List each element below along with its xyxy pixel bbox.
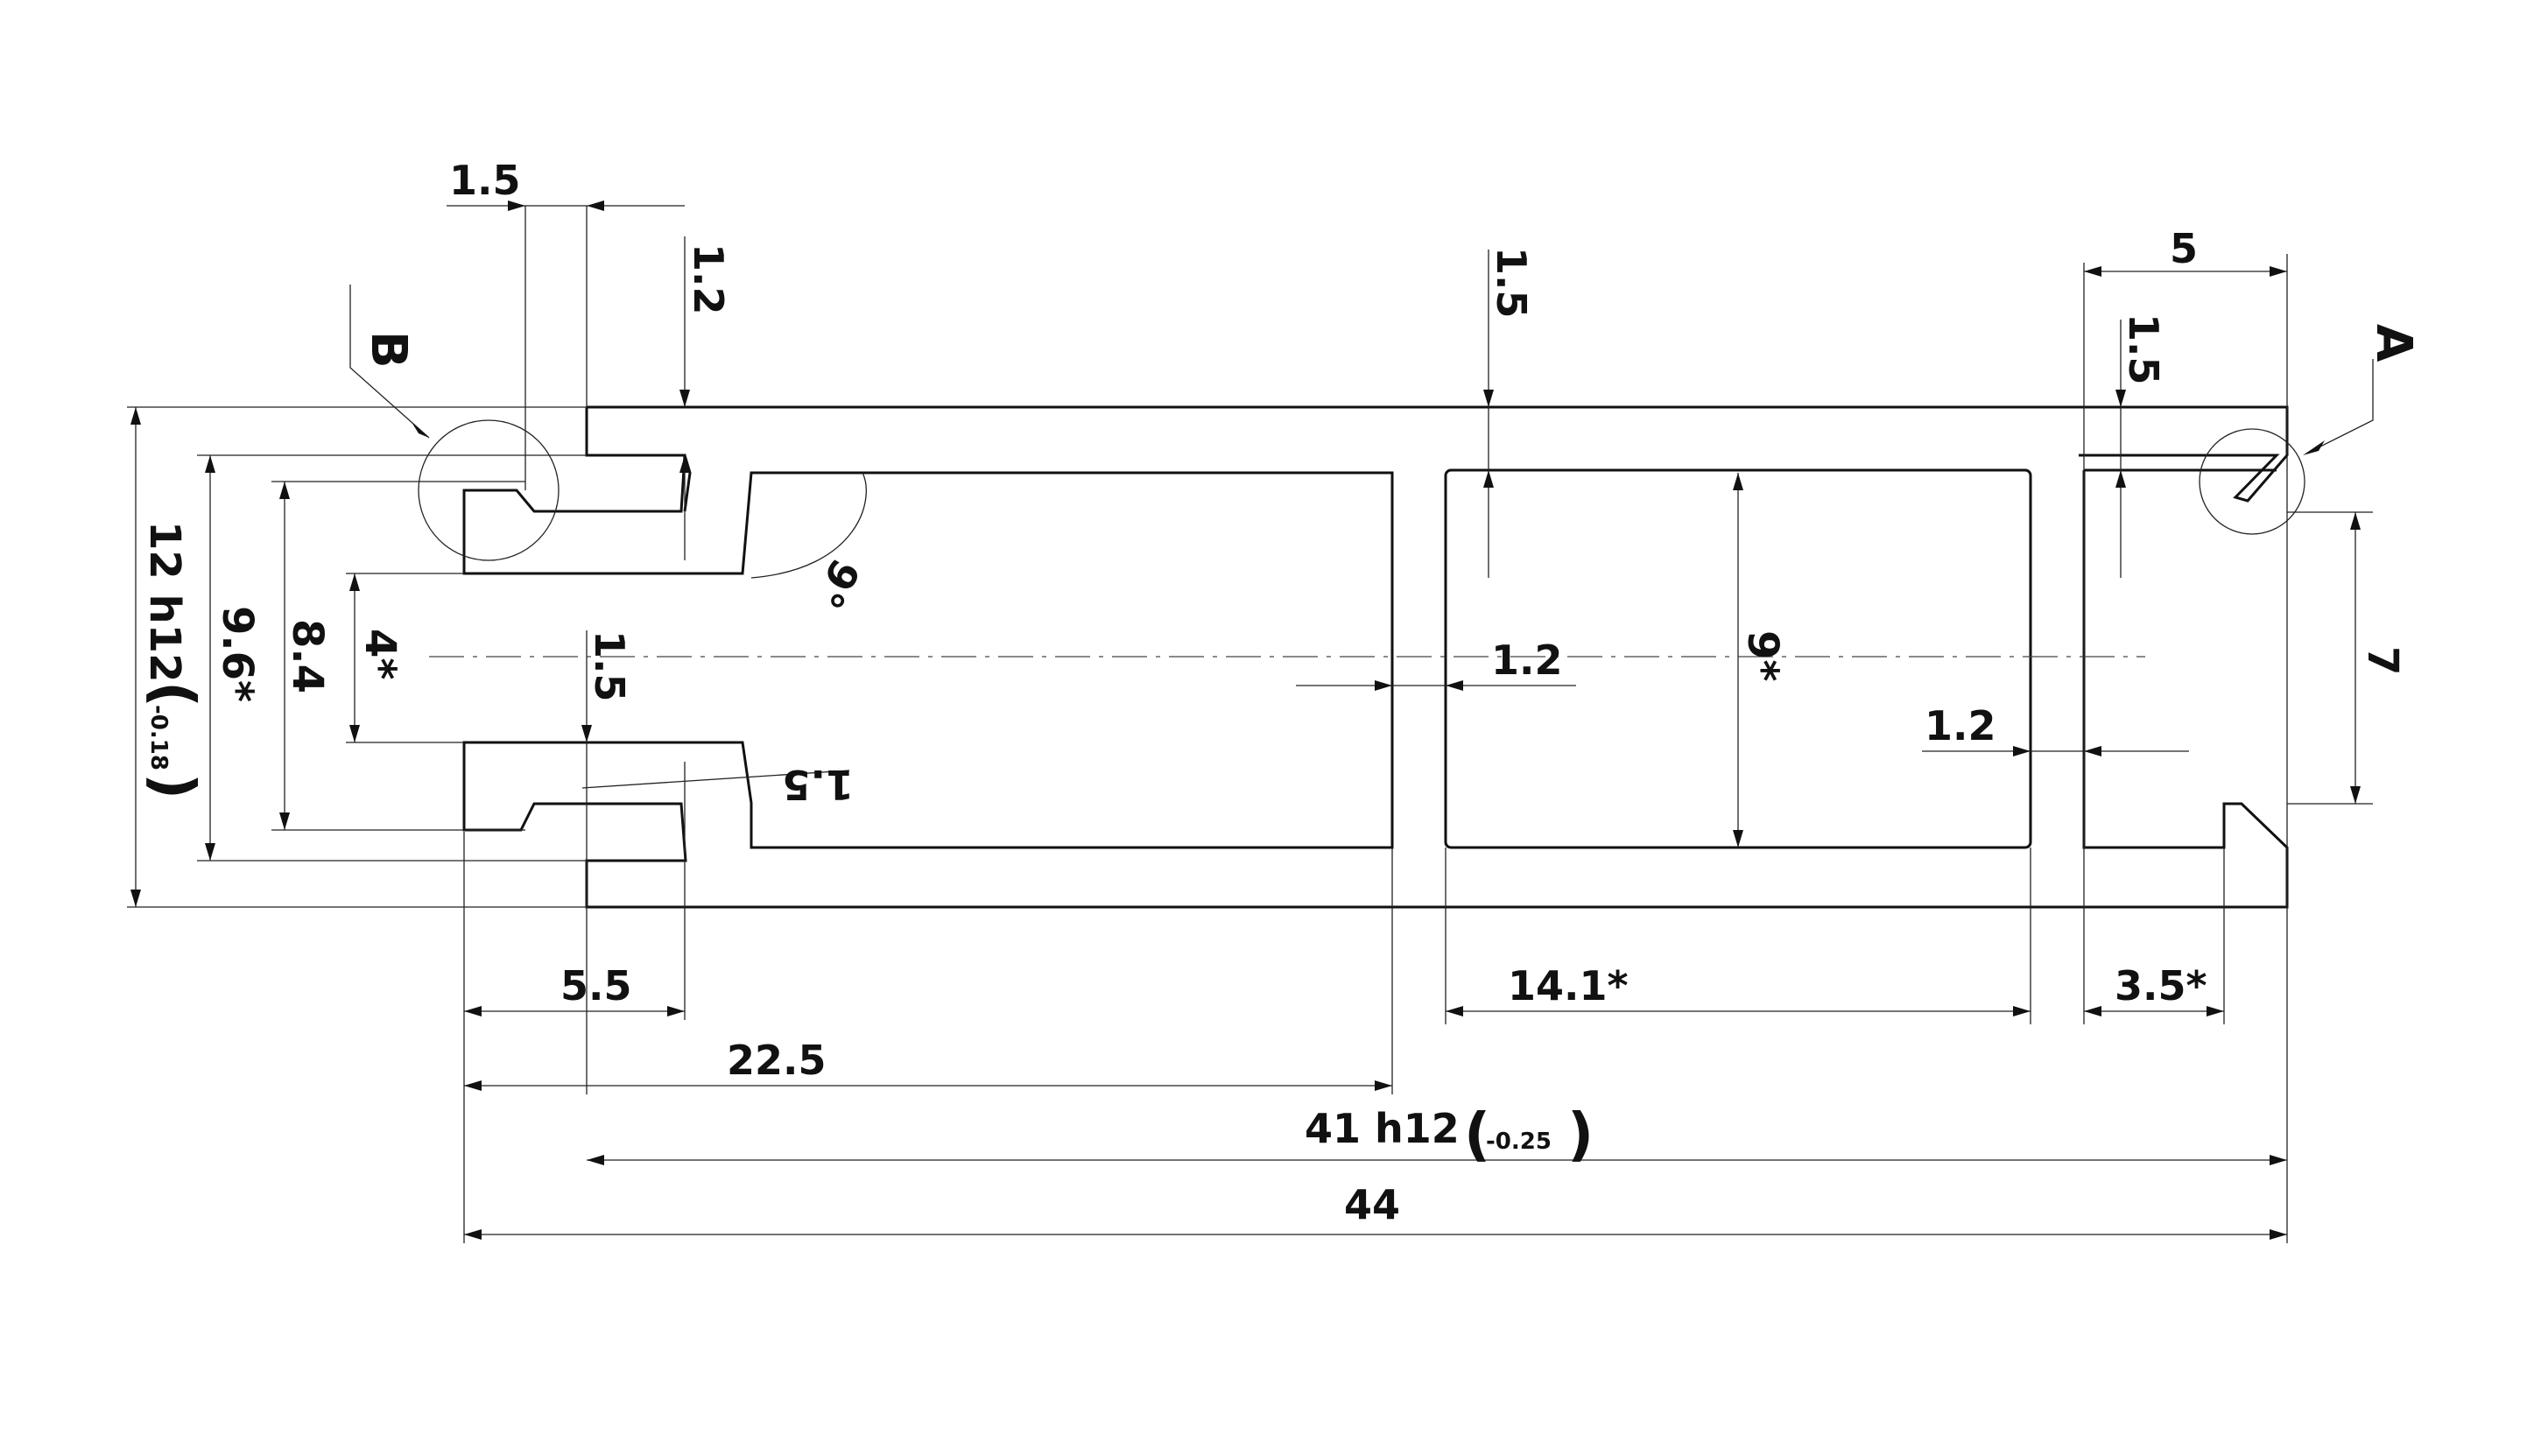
dim-top-slot-width: 1.5 xyxy=(449,157,521,204)
detail-b-leader xyxy=(349,285,430,439)
dim-bottom-wall: 1.5 xyxy=(586,630,633,702)
dim-nominal-width-paren-close: ) xyxy=(1567,1101,1594,1168)
dim-bottom-slot-wall: 1.5 xyxy=(783,761,855,808)
detail-b-label: B xyxy=(360,331,417,369)
detail-b-arrowhead xyxy=(412,422,429,438)
detail-a-label: A xyxy=(2365,324,2422,362)
dim-slot-gap: 4* xyxy=(355,629,405,680)
dim-right-offset: 5 xyxy=(2170,225,2198,272)
dim-right-wall: 1.5 xyxy=(2120,313,2167,385)
detail-b-circle xyxy=(418,419,560,561)
dim-inner-height-b: 8.4 xyxy=(283,619,332,693)
dim-nominal-width: 41 h12 xyxy=(1305,1105,1460,1152)
dim-overall-height-paren-close: ) xyxy=(140,773,208,799)
detail-a-circle xyxy=(2199,428,2305,535)
dim-nominal-width-paren: ( xyxy=(1464,1101,1490,1168)
slot-b-hook xyxy=(585,407,692,512)
dim-right-web: 1.2 xyxy=(1925,702,1996,749)
dim-end-width: 3.5* xyxy=(2115,962,2207,1009)
dim-inner-height-a: 9.6* xyxy=(213,606,262,702)
dim-slot-depth: 5.5 xyxy=(560,962,632,1009)
dim-cavity-width: 14.1* xyxy=(1508,962,1629,1009)
dim-nominal-width-tol: -0.25 xyxy=(1486,1129,1552,1155)
detail-b: B xyxy=(349,285,560,561)
dim-top-wall: 1.5 xyxy=(1488,247,1535,319)
dim-cavity-height: 9* xyxy=(1738,630,1787,682)
dimension-lines xyxy=(127,205,2373,1243)
dim-overall-height-paren: ( xyxy=(140,681,208,707)
dim-right-height: 7 xyxy=(2358,646,2407,675)
dimension-labels: 1.5 1.2 1.5 5 1.5 12 h12 -0.18 ( ) 9.6* … xyxy=(140,157,2407,1228)
arrowheads xyxy=(130,200,2361,1240)
slot-b-contour xyxy=(462,489,681,513)
dim-angle: 9° xyxy=(804,552,869,617)
detail-a-leader xyxy=(2319,359,2374,447)
dim-top-lip: 1.2 xyxy=(685,243,732,315)
dim-overall-width: 44 xyxy=(1344,1181,1400,1228)
detail-a-arrowhead xyxy=(2303,440,2325,455)
dim-overall-height-tol: -0.18 xyxy=(145,705,172,770)
dim-center-web: 1.2 xyxy=(1491,637,1563,684)
dim-overall-height: 12 h12 xyxy=(140,521,189,682)
dim-half-length: 22.5 xyxy=(727,1037,827,1084)
detail-a: A xyxy=(2199,324,2422,535)
